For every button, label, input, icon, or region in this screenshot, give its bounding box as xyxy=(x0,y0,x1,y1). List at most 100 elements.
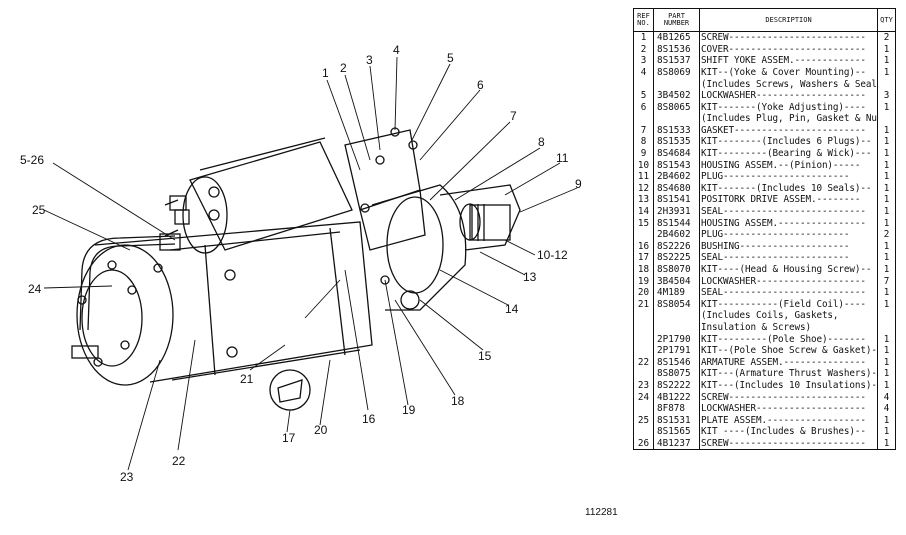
ref-cell xyxy=(633,229,654,241)
description-cell: SEAL-------------------------- xyxy=(699,205,878,218)
qty-cell: 7 xyxy=(877,275,896,288)
description-cell: BUSHING-------------------- xyxy=(699,240,878,253)
callout-2: 2 xyxy=(340,61,347,75)
part-number-cell: 8S1544 xyxy=(653,217,700,230)
qty-cell: 1 xyxy=(877,298,896,311)
part-number-cell: 8S8069 xyxy=(653,66,700,79)
part-number-cell: 8S8054 xyxy=(653,298,700,311)
callout-22: 22 xyxy=(172,454,186,468)
description-cell: KIT-------(Yoke Adjusting)---- xyxy=(699,101,878,114)
table-row: 2B4602 PLUG-----------------------2 xyxy=(633,229,896,241)
qty-cell: 1 xyxy=(877,240,896,253)
ref-cell: 7 xyxy=(633,124,654,137)
part-number-cell xyxy=(653,78,700,90)
description-cell: KIT--------(Includes 6 Plugs)-- xyxy=(699,136,878,148)
ref-cell: 5 xyxy=(633,89,654,102)
description-cell: (Includes Coils, Gaskets, xyxy=(699,310,878,322)
description-cell: SEAL-------------------------- xyxy=(699,287,878,299)
figure-number: 112281 xyxy=(585,507,618,518)
part-number-cell: 8S1546 xyxy=(653,356,700,369)
part-number-cell: 4B1237 xyxy=(653,437,700,451)
part-number-cell: 2P1790 xyxy=(653,333,700,346)
part-number-cell: 8S8070 xyxy=(653,263,700,276)
ref-cell: 6 xyxy=(633,101,654,114)
description-cell: GASKET------------------------ xyxy=(699,124,878,137)
qty-cell: 1 xyxy=(877,333,896,346)
ref-cell: 15 xyxy=(633,217,654,230)
ref-cell: 13 xyxy=(633,194,654,206)
callout-1: 1 xyxy=(322,66,329,80)
ref-cell: 20 xyxy=(633,287,654,299)
qty-cell: 1 xyxy=(877,426,896,438)
qty-cell: 1 xyxy=(877,217,896,230)
description-cell: LOCKWASHER-------------------- xyxy=(699,275,878,288)
ref-cell xyxy=(633,310,654,322)
qty-cell xyxy=(877,113,896,125)
callout-5: 5 xyxy=(447,51,454,65)
part-number-cell: 2H3931 xyxy=(653,205,700,218)
qty-cell: 1 xyxy=(877,356,896,369)
callout-25: 25 xyxy=(32,203,46,217)
qty-cell: 3 xyxy=(877,89,896,102)
description-cell: KIT--(Pole Shoe Screw & Gasket)- xyxy=(699,345,878,357)
qty-cell: 1 xyxy=(877,55,896,67)
starter-motor-exploded-diagram: 1 2 3 4 5 6 7 8 9 10-12 11 13 14 15 16 1… xyxy=(20,43,582,484)
ref-cell xyxy=(633,403,654,415)
ref-cell: 19 xyxy=(633,275,654,288)
part-number-cell: 4B1222 xyxy=(653,391,700,403)
description-cell: COVER------------------------- xyxy=(699,43,878,56)
description-cell: SCREW------------------------- xyxy=(699,391,878,403)
parts-table-header: REF NO. PART NUMBER DESCRIPTION QTY xyxy=(633,8,896,32)
part-number-cell: 8S4684 xyxy=(653,147,700,160)
description-cell: (Includes Screws, Washers & Seals) xyxy=(699,78,878,90)
ref-cell xyxy=(633,345,654,357)
description-cell: LOCKWASHER-------------------- xyxy=(699,403,878,415)
callout-10-12: 10-12 xyxy=(537,248,568,262)
part-number-cell xyxy=(653,321,700,334)
qty-cell: 1 xyxy=(877,182,896,195)
part-number-cell: 8S1537 xyxy=(653,55,700,67)
part-number-cell: 8S1565 xyxy=(653,426,700,438)
ref-cell: 11 xyxy=(633,171,654,183)
qty-cell: 1 xyxy=(877,194,896,206)
description-cell: KIT---------(Pole Shoe)------- xyxy=(699,333,878,346)
qty-cell: 1 xyxy=(877,171,896,183)
part-number-cell: 4M189 xyxy=(653,287,700,299)
description-cell: SCREW------------------------- xyxy=(699,31,878,44)
ref-cell xyxy=(633,426,654,438)
table-row: (Includes Coils, Gaskets, xyxy=(633,310,896,322)
qty-cell: 2 xyxy=(877,31,896,44)
qty-cell xyxy=(877,78,896,90)
qty-cell: 1 xyxy=(877,345,896,357)
qty-cell: 1 xyxy=(877,147,896,160)
ref-cell: 1 xyxy=(633,31,654,44)
part-number-cell: 4B1265 xyxy=(653,31,700,44)
qty-cell: 1 xyxy=(877,287,896,299)
end-cap-bolts xyxy=(77,260,163,367)
description-cell: KIT-----------(Field Coil)---- xyxy=(699,298,878,311)
callout-20: 20 xyxy=(314,423,328,437)
qty-cell: 1 xyxy=(877,43,896,56)
part-number-cell xyxy=(653,113,700,125)
part-number-cell: 8S2225 xyxy=(653,252,700,264)
